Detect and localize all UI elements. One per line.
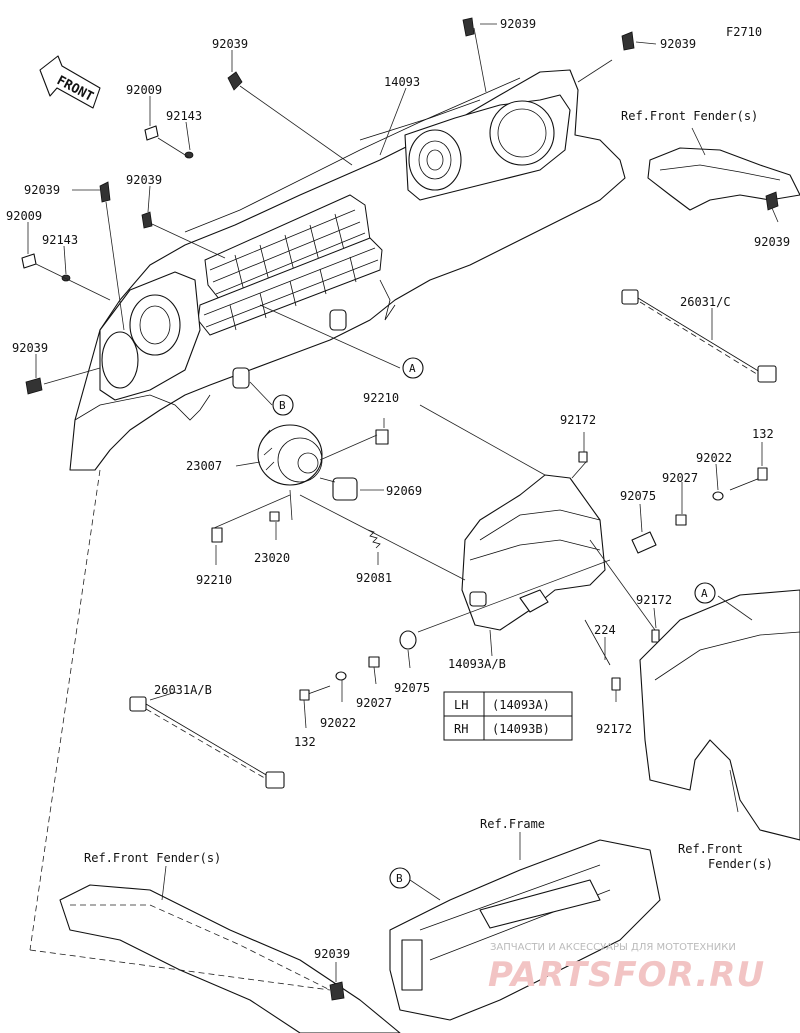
label-92039-top: 92039	[500, 17, 536, 31]
nut-23020	[269, 511, 280, 522]
leader-lines	[27, 23, 779, 991]
spring-92081	[367, 529, 381, 549]
label-92143-upper: 92143	[166, 109, 202, 123]
figure-id: F2710	[726, 25, 762, 39]
screws-92009-92143	[21, 125, 194, 282]
label-92027-lower: 92027	[356, 696, 392, 710]
svg-text:B: B	[279, 399, 286, 412]
label-92039-center-left: 92039	[126, 173, 162, 187]
headlight-box-14093ab	[461, 474, 606, 631]
callout-b-bottom: B	[389, 867, 411, 889]
callout-b-top: B	[272, 394, 294, 416]
ref-front-fender-right-1: Ref.Front	[678, 842, 743, 856]
label-92039-top-right: 92039	[660, 37, 696, 51]
front-fender-ref-bottom	[59, 884, 401, 1033]
svg-text:A: A	[701, 587, 708, 600]
label-92039-far-left: 92039	[12, 341, 48, 355]
label-26031ab: 26031A/B	[154, 683, 212, 697]
clip-92210-lower	[211, 527, 223, 543]
front-cowl-14093	[69, 69, 626, 471]
label-92009-upper: 92009	[126, 83, 162, 97]
svg-text:B: B	[396, 872, 403, 885]
label-92075-lower: 92075	[394, 681, 430, 695]
harness-26031c	[621, 289, 777, 383]
label-92172-lower: 92172	[596, 722, 632, 736]
frame-ref	[389, 839, 661, 1021]
front-arrow-icon: FRONT	[39, 55, 101, 109]
label-92172-right: 92172	[636, 593, 672, 607]
label-92009-lower: 92009	[6, 209, 42, 223]
side-lh-part: (14093A)	[492, 698, 550, 712]
label-92172-upper: 92172	[560, 413, 596, 427]
label-92039-left-top: 92039	[212, 37, 248, 51]
label-14093ab: 14093A/B	[448, 657, 506, 671]
ref-front-fender-bottom: Ref.Front Fender(s)	[84, 851, 221, 865]
label-23020: 23020	[254, 551, 290, 565]
label-92143-lower: 92143	[42, 233, 78, 247]
label-224: 224	[594, 623, 616, 637]
bracket-92069	[319, 477, 358, 501]
front-fender-ref-right	[639, 589, 800, 841]
side-lh: LH	[454, 698, 468, 712]
label-14093: 14093	[384, 75, 420, 89]
ref-front-fender-right-2: Fender(s)	[708, 857, 773, 871]
label-92027-right: 92027	[662, 471, 698, 485]
side-table: LH (14093A) RH (14093B)	[443, 691, 573, 741]
label-92210-lower: 92210	[196, 573, 232, 587]
label-92022-lower: 92022	[320, 716, 356, 730]
label-92039-bottom: 92039	[314, 947, 350, 961]
label-92039-right: 92039	[754, 235, 790, 249]
label-92075-right: 92075	[620, 489, 656, 503]
clip-92210-upper	[375, 429, 389, 445]
ref-front-fender-top: Ref.Front Fender(s)	[621, 109, 758, 123]
label-92022-right: 92022	[696, 451, 732, 465]
label-132-right: 132	[752, 427, 774, 441]
horn-23007	[257, 424, 323, 486]
harness-26031ab	[129, 696, 285, 789]
label-92069: 92069	[386, 484, 422, 498]
ref-frame: Ref.Frame	[480, 817, 545, 831]
watermark-brand: PARTSFOR.RU	[488, 955, 765, 995]
label-92210-upper: 92210	[363, 391, 399, 405]
clip-fasteners-92039	[25, 17, 779, 1001]
callout-a-right: A	[694, 582, 716, 604]
callout-a-top: A	[402, 357, 424, 379]
side-rh: RH	[454, 722, 468, 736]
mount-hardware-left	[299, 630, 417, 701]
svg-text:A: A	[409, 362, 416, 375]
watermark-caption: ЗАПЧАСТИ И АКСЕССУАРЫ ДЛЯ МОТОТЕХНИКИ	[490, 942, 736, 953]
label-92039-left-mid: 92039	[24, 183, 60, 197]
label-23007: 23007	[186, 459, 222, 473]
label-92081: 92081	[356, 571, 392, 585]
label-132-lower: 132	[294, 735, 316, 749]
side-rh-part: (14093B)	[492, 722, 550, 736]
label-26031c: 26031/C	[680, 295, 731, 309]
